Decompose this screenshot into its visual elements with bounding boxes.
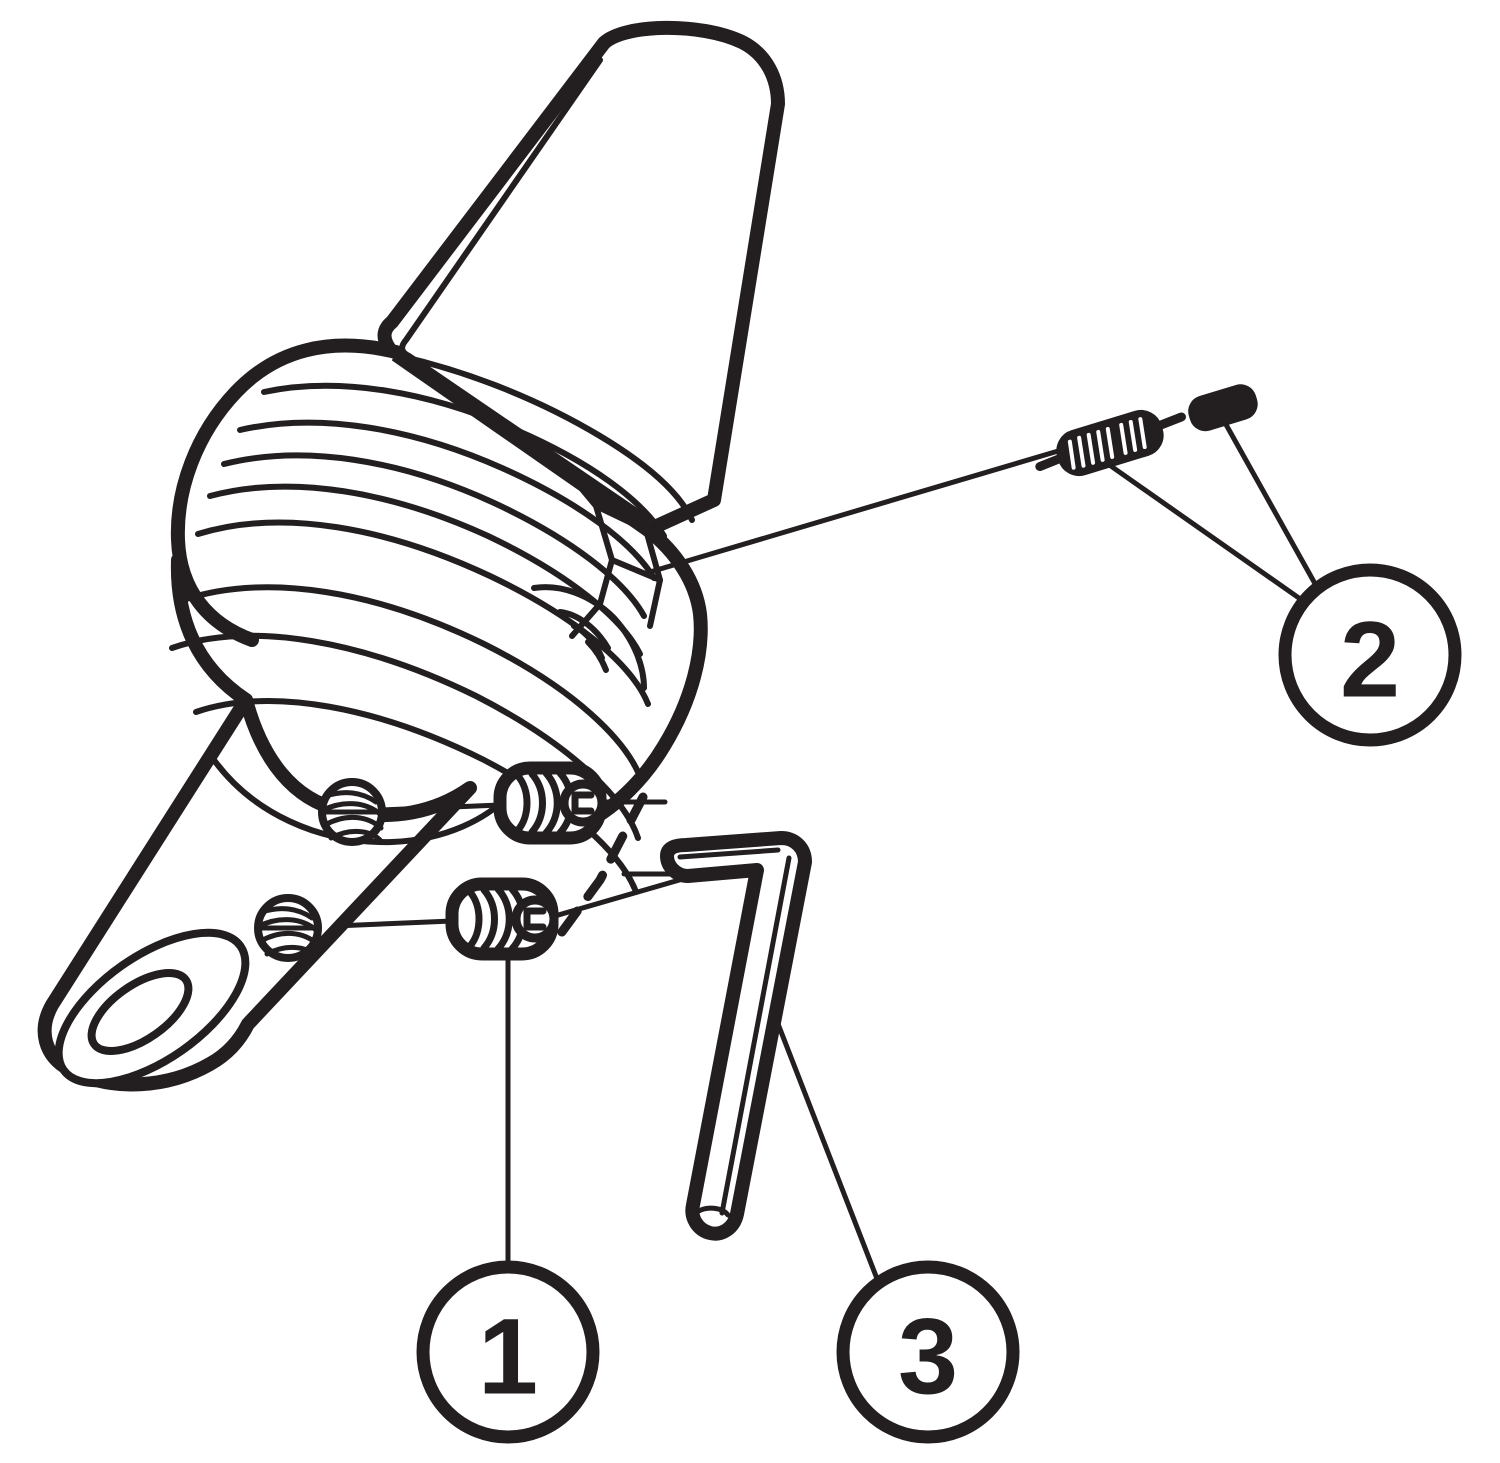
- threaded-hole-upper: [318, 778, 386, 846]
- retention-stud-threaded: [1035, 409, 1187, 477]
- threaded-hole-lower: [254, 894, 322, 962]
- leader-line-callout-2-b: [1216, 409, 1321, 592]
- set-screw-lower: [445, 877, 559, 961]
- cylindrical-shank: [37, 693, 517, 1092]
- callout-circle-2[interactable]: [1278, 563, 1462, 747]
- flange-groove-1-bottom: [261, 382, 667, 539]
- set-screw-upper: [493, 761, 607, 845]
- flange-groove-2-top: [237, 419, 657, 581]
- drive-key-slot: [531, 467, 663, 691]
- hex-key-highlight-long: [719, 855, 792, 1216]
- hex-key-highlight-short: [677, 847, 781, 860]
- retention-pin-plain: [1188, 384, 1258, 432]
- hex-key-wrench: [660, 831, 812, 1241]
- retention-knob-screws-group: [1035, 384, 1258, 477]
- callout-number-2: 2: [1340, 599, 1400, 720]
- v-flange-grooves: [169, 338, 708, 895]
- threaded-holes-group: [254, 778, 386, 962]
- leader-line-flange-to-stud: [647, 446, 1068, 575]
- hex-key-outline: [660, 831, 812, 1241]
- callout-number-3: 3: [898, 1296, 958, 1417]
- leader-line-callout-2-a: [1105, 461, 1309, 606]
- shank-shoulder-arc: [211, 757, 517, 846]
- dashed-connector: [551, 792, 648, 945]
- hex-key-tip: [694, 1205, 731, 1218]
- flange-groove-2-bottom: [221, 452, 647, 619]
- callout-number-1: 1: [478, 1296, 538, 1417]
- flange-right-heavy-edge: [563, 523, 708, 837]
- callout-circle-3[interactable]: [836, 1260, 1020, 1444]
- flange-lower-ring-top: [169, 632, 641, 841]
- flange-lower-ring-bottom: [193, 698, 639, 895]
- flange-groove-1-top: [397, 353, 695, 523]
- leader-line-callout-3: [770, 1008, 884, 1292]
- flange-band-upper: [195, 519, 651, 707]
- shank-bore-ellipse: [87, 969, 193, 1055]
- set-screws-group: [445, 761, 607, 961]
- callout-balloons: [416, 563, 1462, 1444]
- flange-band-lower: [180, 584, 645, 785]
- callout-circle-1[interactable]: [416, 1260, 600, 1444]
